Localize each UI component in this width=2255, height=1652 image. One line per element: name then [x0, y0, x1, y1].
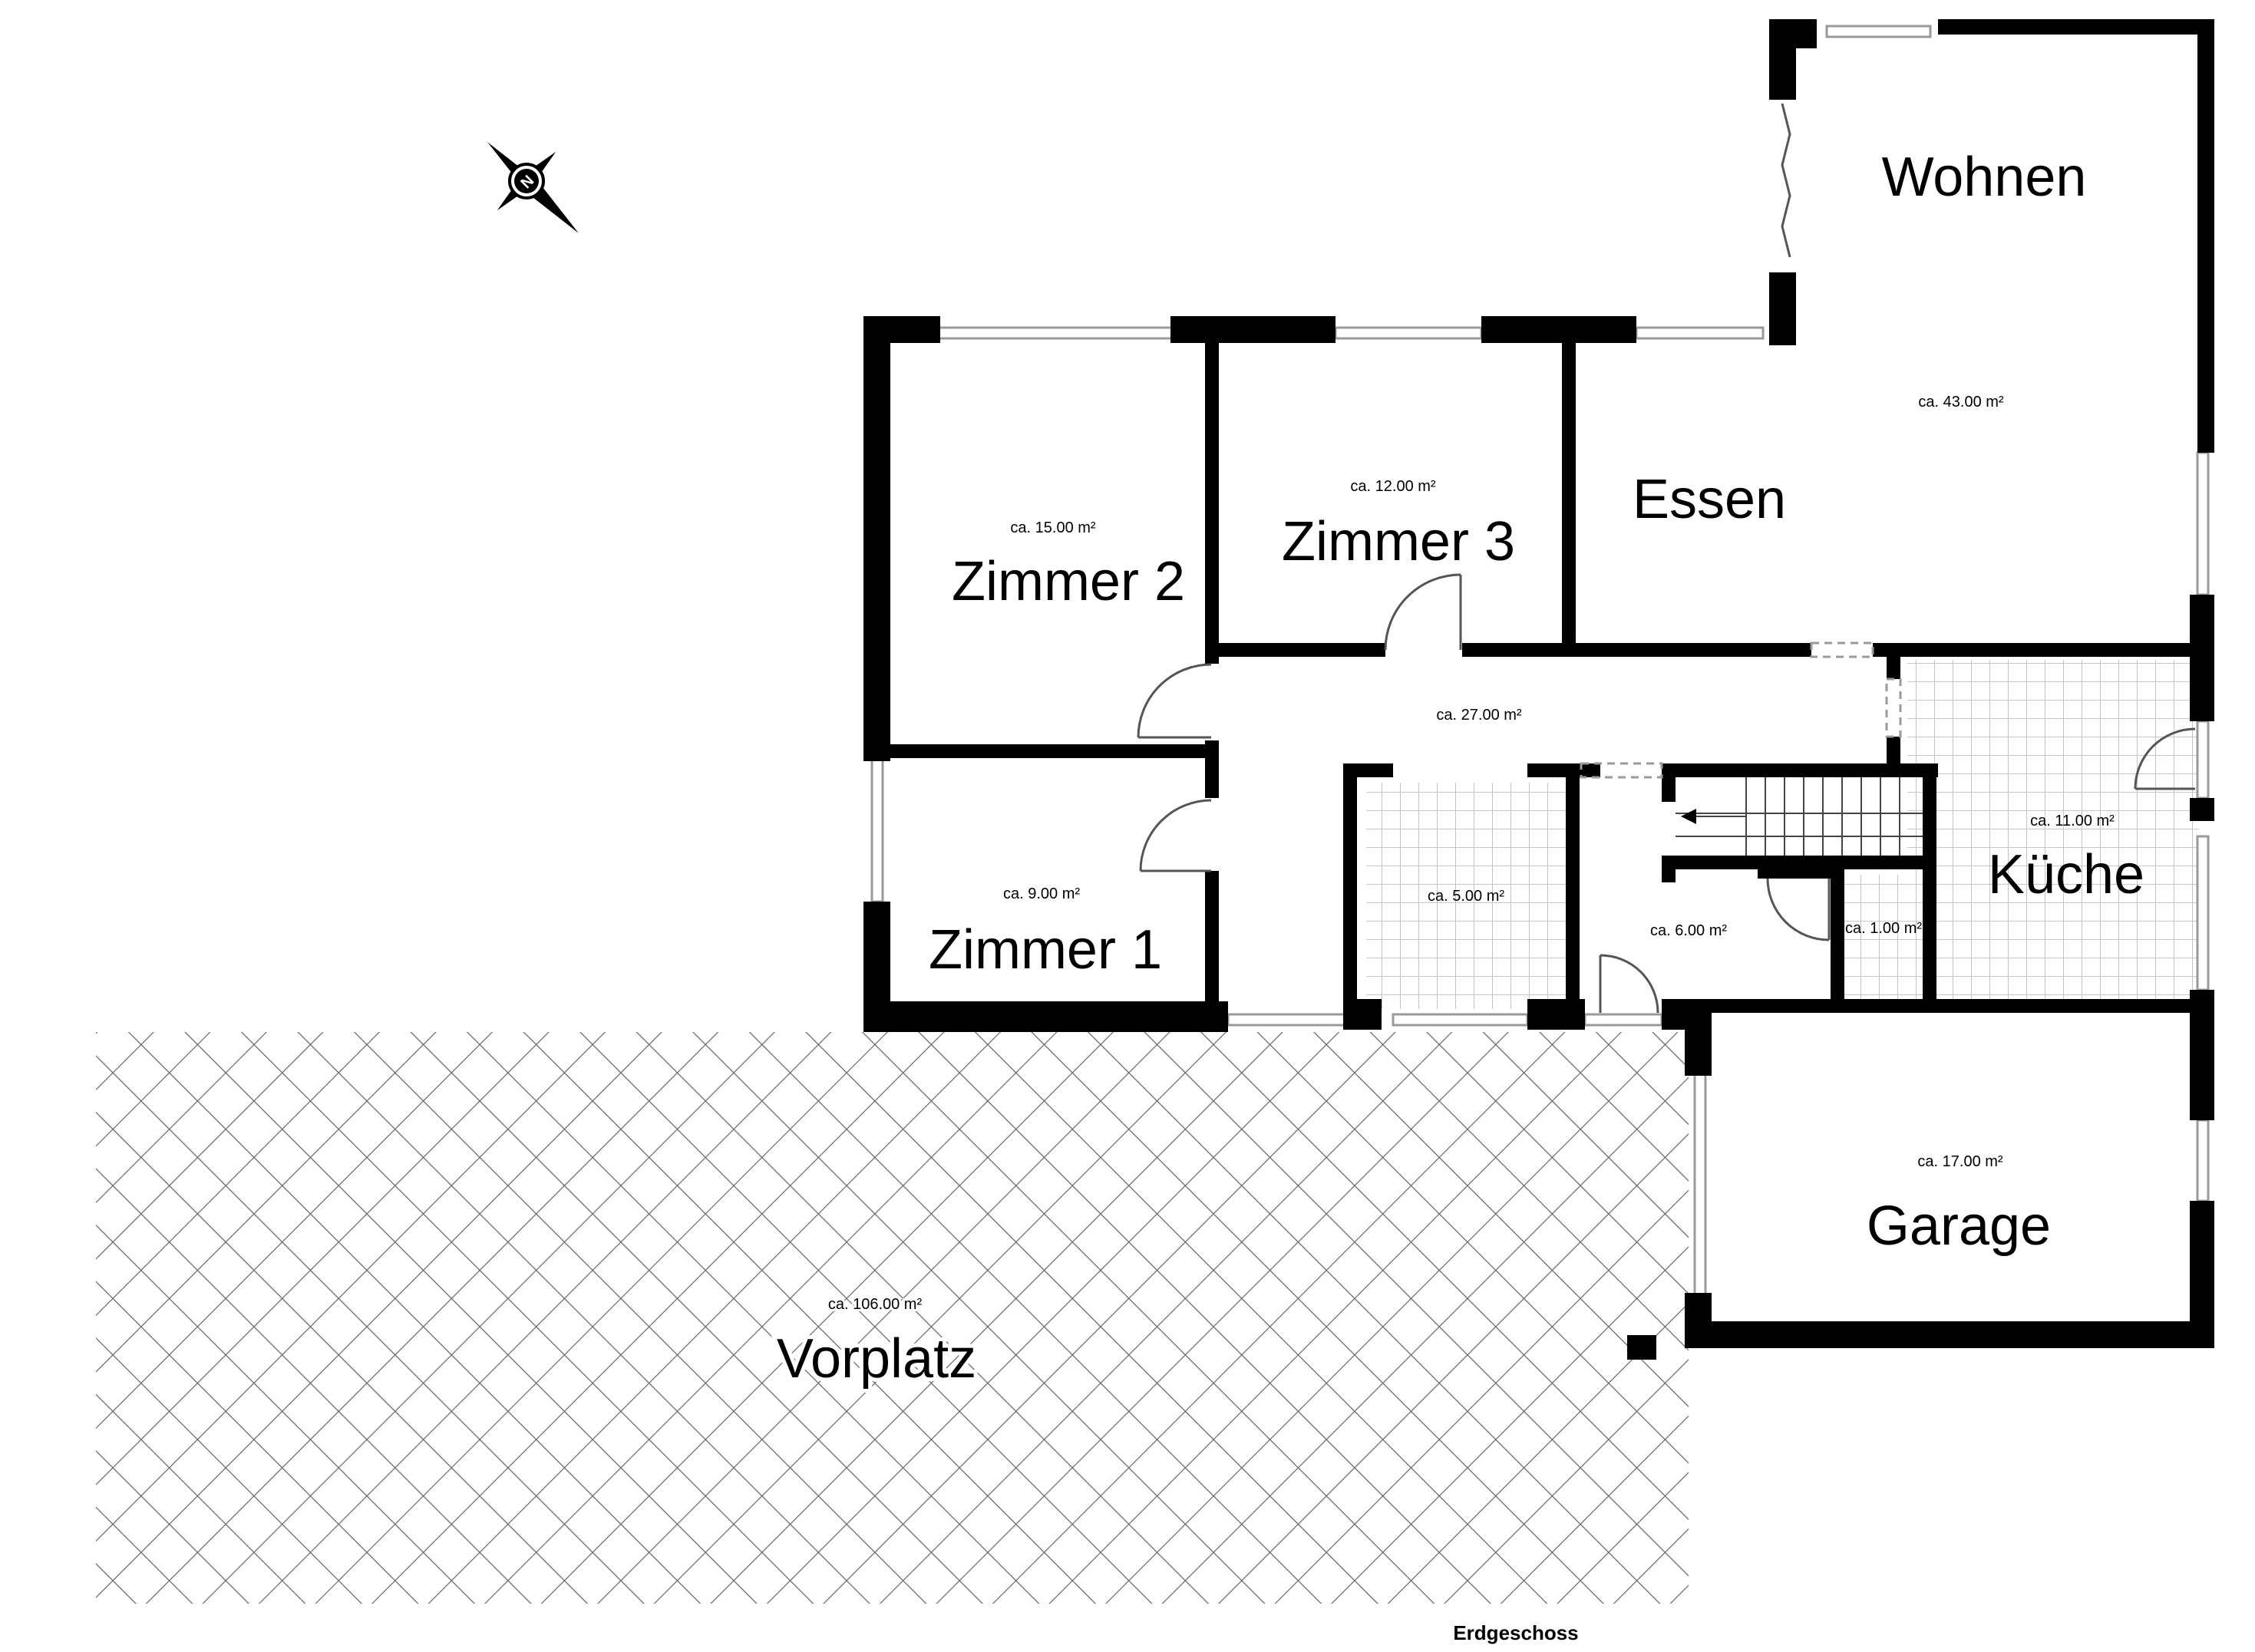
room-name-zimmer1: Zimmer 1	[929, 919, 1162, 981]
room-area-bad: ca. 5.00 m²	[1428, 888, 1504, 905]
room-name-wohnen: Wohnen	[1882, 147, 2087, 208]
door-zimmer1	[1139, 799, 1212, 872]
room-name-zimmer2: Zimmer 2	[952, 551, 1185, 612]
stair-arrow-icon	[1681, 809, 1696, 824]
staircase	[1676, 777, 1923, 856]
floor-label: Erdgeschoss	[1453, 1621, 1578, 1644]
room-area-vorplatz: ca. 106.00 m²	[828, 1296, 923, 1313]
room-area-zimmer2: ca. 15.00 m²	[1010, 519, 1096, 536]
room-area-zimmer3: ca. 12.00 m²	[1350, 478, 1436, 495]
room-area-diele: ca. 6.00 m²	[1650, 922, 1727, 939]
room-name-kueche: Küche	[1988, 844, 2144, 905]
room-name-garage: Garage	[1867, 1195, 2051, 1257]
room-name-zimmer3: Zimmer 3	[1282, 511, 1515, 572]
door-wc	[1766, 878, 1831, 941]
door-kueche-terrace	[2134, 727, 2196, 790]
compass-rose-icon: N	[487, 142, 579, 233]
room-area-wc: ca. 1.00 m²	[1845, 920, 1922, 937]
room-area-kueche: ca. 11.00 m²	[2030, 813, 2115, 829]
room-name-vorplatz: Vorplatz	[777, 1328, 976, 1390]
room-name-essen: Essen	[1633, 469, 1786, 530]
walls	[863, 19, 2214, 1360]
room-area-zimmer1: ca. 9.00 m²	[1003, 885, 1080, 902]
room-labels: Wohnen ca. 43.00 m² Essen ca. 12.00 m² Z…	[773, 147, 2144, 1393]
room-area-garage: ca. 17.00 m²	[1917, 1153, 2003, 1170]
folding-window-icon	[1781, 103, 1791, 258]
room-area-wohnen: ca. 43.00 m²	[1918, 394, 2004, 411]
door-zimmer3	[1384, 573, 1462, 651]
tiled-floors	[1366, 660, 2199, 1009]
doors	[1137, 573, 2196, 1014]
door-entrance	[1599, 954, 1659, 1014]
door-zimmer2	[1137, 663, 1212, 739]
vorplatz-paving	[96, 1032, 1689, 1604]
room-area-flur: ca. 27.00 m²	[1436, 707, 1522, 724]
